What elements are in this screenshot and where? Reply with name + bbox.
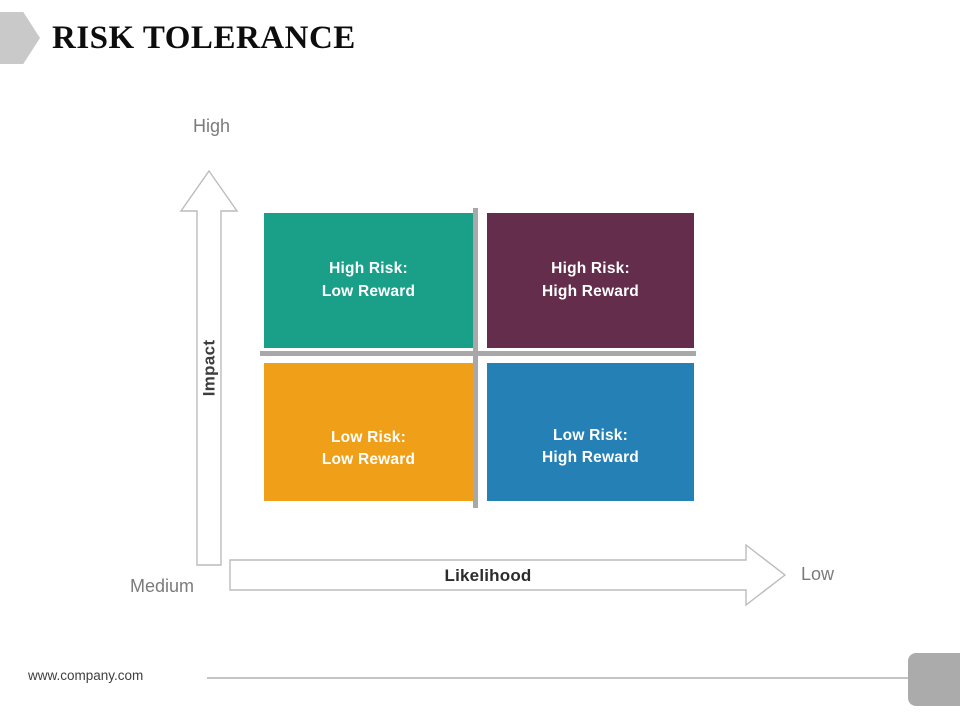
quadrant-text: Low Risk: Low Reward <box>322 427 415 472</box>
quadrant-text: Low Risk: High Reward <box>542 425 639 470</box>
quadrant-line-1: Low Risk: <box>552 426 628 444</box>
quadrant-line-2: Low Reward <box>321 282 416 300</box>
axis-tick-high: High <box>193 116 231 136</box>
axis-tick-medium: Medium <box>130 576 195 596</box>
page-title: RISK TOLERANCE <box>52 20 356 56</box>
triangle-arrow-icon <box>0 12 40 64</box>
right-arrow-outline-icon <box>228 543 788 608</box>
up-arrow-outline-icon <box>179 168 239 568</box>
footer-url[interactable]: www.company.com <box>28 668 144 683</box>
quadrant-line-1: Low Risk: <box>330 428 406 446</box>
matrix-divider-vertical <box>473 208 478 508</box>
quadrant-line-2: High Reward <box>542 282 639 300</box>
footer-divider-line <box>207 677 925 679</box>
footer-decor-block <box>908 653 960 706</box>
quadrant-line-1: High Risk: <box>329 260 408 278</box>
quadrant-text: High Risk: High Reward <box>542 258 639 303</box>
matrix-divider-horizontal <box>260 351 696 356</box>
quadrant-line-2: Low Reward <box>321 451 416 468</box>
quadrant-line-2: High Reward <box>542 449 639 466</box>
quadrant-text: High Risk: Low Reward <box>322 258 415 303</box>
quadrant-high-risk-high-reward[interactable]: High Risk: High Reward <box>487 213 694 348</box>
risk-matrix: High Risk: Low Reward High Risk: High Re… <box>264 213 694 501</box>
quadrant-high-risk-low-reward[interactable]: High Risk: Low Reward <box>264 213 473 348</box>
quadrant-low-risk-high-reward[interactable]: Low Risk: High Reward <box>487 363 694 501</box>
quadrant-low-risk-low-reward[interactable]: Low Risk: Low Reward <box>264 363 473 501</box>
quadrant-line-1: High Risk: <box>551 260 630 278</box>
axis-tick-low: Low <box>801 564 835 584</box>
